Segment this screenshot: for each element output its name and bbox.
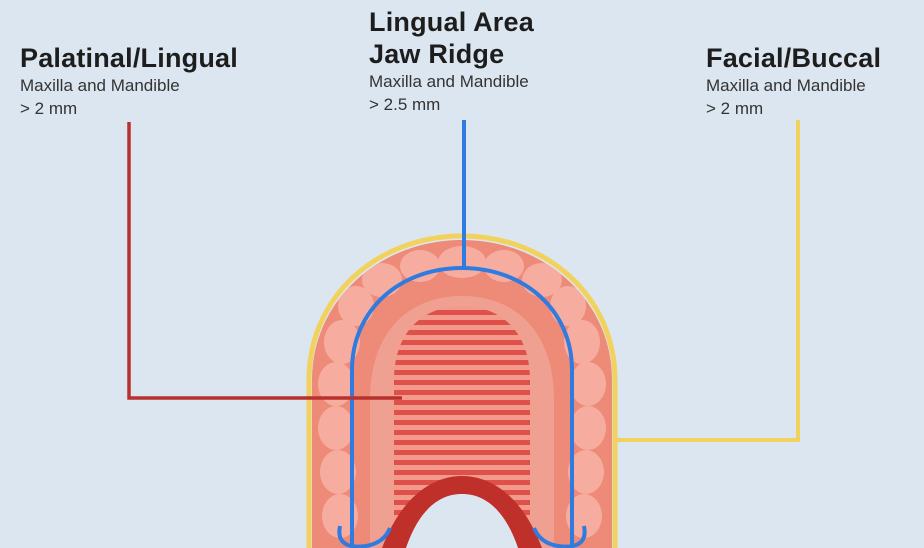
- facial-leader-line: [614, 120, 798, 440]
